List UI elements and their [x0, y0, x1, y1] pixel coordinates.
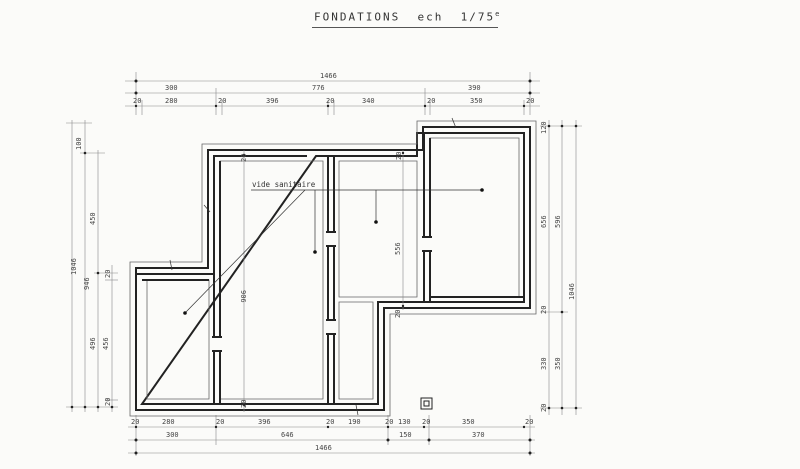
dim-bot-280: 280: [162, 418, 175, 426]
dim-top-280: 280: [165, 97, 178, 105]
dim-left-100: 100: [75, 137, 83, 150]
dim-right-1046: 1046: [568, 283, 576, 300]
dim-interior-906: 906: [239, 290, 247, 303]
title-underline: [312, 27, 498, 28]
dim-bot-150: 150: [399, 431, 412, 439]
left-dimensions: 1046 100 946 450 496 20 456 20: [66, 120, 118, 412]
dim-interior-20c: 20: [240, 400, 248, 408]
dim-interior-556: 556: [394, 242, 402, 255]
dim-right-20a: 20: [540, 306, 548, 314]
dim-top-20c: 20: [326, 97, 334, 105]
dim-right-596: 596: [554, 215, 562, 228]
dim-left-1046: 1046: [70, 258, 78, 275]
dim-bot-20e: 20: [422, 418, 430, 426]
section-marks: [169, 117, 457, 416]
dim-top-overall: 1466: [320, 72, 337, 80]
interior-dimensions: 906 556 20 20 20 20: [239, 150, 405, 412]
dim-left-20a: 20: [104, 270, 112, 278]
dim-right-656: 656: [540, 215, 548, 228]
dim-top-390: 390: [468, 84, 481, 92]
scale-superscript: e: [495, 10, 502, 18]
dim-top-20e: 20: [526, 97, 534, 105]
dim-bot-646: 646: [281, 431, 294, 439]
dim-top-350: 350: [470, 97, 483, 105]
dim-top-20b: 20: [218, 97, 226, 105]
drawing-title: FONDATIONS ech 1/75e: [314, 10, 501, 24]
dim-top-396: 396: [266, 97, 279, 105]
dim-bot-370: 370: [472, 431, 485, 439]
bottom-dimensions: 20 280 20 396 20 190 20 130 20 350 20 30…: [128, 415, 535, 456]
dim-top-20d: 20: [427, 97, 435, 105]
dim-bot-overall: 1466: [315, 444, 332, 452]
dim-bot-20a: 20: [131, 418, 139, 426]
foundation-walls: [129, 120, 537, 417]
dim-bot-20c: 20: [326, 418, 334, 426]
dim-right-120: 120: [540, 121, 548, 134]
dim-bot-190: 190: [348, 418, 361, 426]
dim-interior-20b: 20: [395, 152, 403, 160]
scale-value: 1/75: [460, 10, 496, 24]
dim-top-340: 340: [362, 97, 375, 105]
vide-sanitaire-label: vide sanitaire: [252, 180, 316, 189]
dim-right-350: 350: [554, 357, 562, 370]
dim-bot-20f: 20: [525, 418, 533, 426]
dim-bot-350: 350: [462, 418, 475, 426]
dim-right-20b: 20: [540, 404, 548, 412]
title-text: FONDATIONS: [314, 10, 401, 24]
dim-top-776: 776: [312, 84, 325, 92]
dim-top-20a: 20: [133, 97, 141, 105]
dim-left-450: 450: [89, 212, 97, 225]
dim-bot-130: 130: [398, 418, 411, 426]
dim-left-20b: 20: [104, 398, 112, 406]
dim-left-946: 946: [83, 277, 91, 290]
dim-bot-300: 300: [166, 431, 179, 439]
scale-prefix: ech: [417, 10, 444, 24]
dim-top-300: 300: [165, 84, 178, 92]
dim-bot-396: 396: [258, 418, 271, 426]
vide-sanitaire-annotation: vide sanitaire: [183, 180, 484, 315]
pier-symbol: [420, 397, 433, 410]
dim-left-456: 456: [102, 337, 110, 350]
dim-right-330: 330: [540, 357, 548, 370]
dim-interior-20a: 20: [240, 154, 248, 162]
right-dimensions: 120 656 20 330 20 596 350 1046: [540, 120, 582, 415]
dim-interior-20d: 20: [394, 310, 402, 318]
dim-bot-20d: 20: [385, 418, 393, 426]
dim-bot-20b: 20: [216, 418, 224, 426]
dim-left-496: 496: [89, 337, 97, 350]
top-dimensions: 1466 300 776 390 20 280 20 396 20 340 20…: [125, 72, 540, 115]
